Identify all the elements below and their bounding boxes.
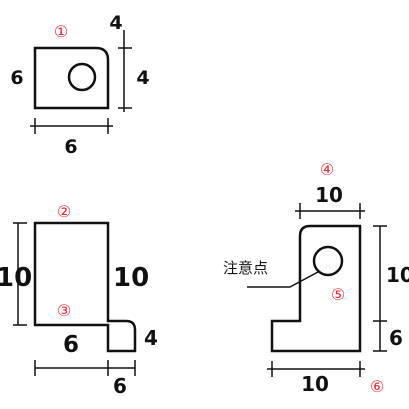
- part-b-dim-step-height: 4: [144, 326, 158, 350]
- part-c-dim-right-lower: 6: [389, 326, 403, 350]
- part-a-dim-bottom: 6: [64, 136, 77, 158]
- marker-6: ⑥: [370, 377, 384, 396]
- part-b-dim-left-height: 10: [0, 263, 32, 293]
- marker-4: ④: [320, 160, 334, 179]
- marker-2: ②: [57, 202, 71, 221]
- part-c-hole: [312, 245, 344, 277]
- part-c: ④ 10 ⑤ 注意点 10 6 10 ⑥: [223, 160, 409, 396]
- part-a: ① 4 6 4 6: [10, 12, 149, 158]
- part-c-dim-right-upper: 10: [386, 263, 409, 287]
- part-a-dim-top-right: 4: [109, 12, 122, 34]
- part-c-dim-top: 10: [315, 183, 343, 207]
- part-c-dim-bottom: 10: [301, 372, 329, 396]
- marker-1: ①: [54, 22, 68, 41]
- part-c-outline: [270, 224, 362, 353]
- part-b-dim-inner-height: 10: [113, 263, 149, 293]
- part-b-outline: [33, 221, 137, 353]
- part-b-dim-bottom: 6: [113, 374, 127, 398]
- part-a-dim-left: 6: [10, 67, 23, 89]
- part-b-dim-inner-width: 6: [63, 332, 79, 358]
- part-a-outline: [33, 46, 110, 110]
- part-a-hole: [67, 62, 97, 92]
- note-leader-line: [247, 271, 319, 288]
- marker-5: ⑤: [331, 285, 345, 304]
- note-label: 注意点: [223, 259, 268, 277]
- part-a-dim-right: 4: [136, 67, 149, 89]
- marker-3: ③: [57, 301, 71, 320]
- part-b: ② ③ 10 10 6 4 6: [0, 202, 158, 398]
